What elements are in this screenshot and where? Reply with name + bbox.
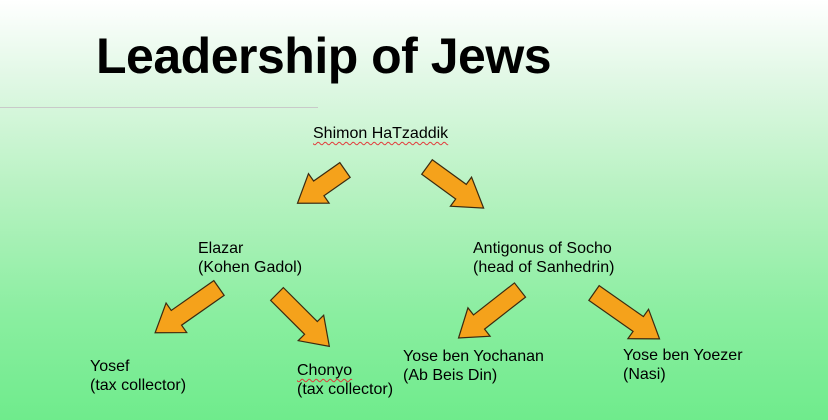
node-yose-yochanan-line2: (Ab Beis Din) bbox=[403, 367, 498, 384]
arrow-antigonus-to-yochanan bbox=[457, 282, 527, 339]
node-chonyo: Chonyo (tax collector) bbox=[297, 361, 393, 399]
arrow-root-to-elazar-shape bbox=[296, 161, 351, 204]
node-antigonus: Antigonus of Socho (head of Sanhedrin) bbox=[473, 239, 614, 277]
node-antigonus-line2: (head of Sanhedrin) bbox=[473, 259, 615, 276]
node-root-line1: Shimon HaTzaddik bbox=[313, 125, 449, 142]
node-elazar: Elazar (Kohen Gadol) bbox=[198, 239, 302, 277]
node-chonyo-line1: Chonyo bbox=[297, 362, 353, 379]
arrow-elazar-to-chonyo bbox=[269, 286, 331, 348]
node-yosef-line1: Yosef bbox=[90, 358, 130, 375]
arrow-root-to-elazar bbox=[296, 161, 351, 204]
arrow-root-to-antigonus-shape bbox=[420, 158, 485, 209]
arrow-elazar-to-chonyo-shape bbox=[269, 286, 331, 348]
node-yose-ben-yochanan: Yose ben Yochanan (Ab Beis Din) bbox=[403, 347, 544, 385]
node-shimon-hatzaddik: Shimon HaTzaddik bbox=[313, 124, 448, 143]
node-elazar-line2: (Kohen Gadol) bbox=[198, 259, 303, 276]
node-yose-yochanan-line1: Yose ben Yochanan bbox=[403, 348, 544, 365]
slide-title: Leadership of Jews bbox=[96, 28, 552, 84]
arrow-antigonus-to-yoezer-shape bbox=[588, 284, 661, 340]
arrow-root-to-antigonus bbox=[420, 158, 485, 209]
node-chonyo-line2: (tax collector) bbox=[297, 381, 394, 398]
node-elazar-line1: Elazar bbox=[198, 240, 244, 257]
arrow-antigonus-to-yoezer bbox=[588, 284, 661, 340]
node-yosef-line2: (tax collector) bbox=[90, 377, 187, 394]
node-antigonus-line1: Antigonus of Socho bbox=[473, 240, 612, 257]
node-yosef: Yosef (tax collector) bbox=[90, 357, 186, 395]
arrow-antigonus-to-yochanan-shape bbox=[457, 282, 527, 339]
title-divider bbox=[0, 107, 318, 108]
node-yose-ben-yoezer: Yose ben Yoezer (Nasi) bbox=[623, 346, 743, 384]
arrow-elazar-to-yosef-shape bbox=[154, 279, 225, 334]
arrow-elazar-to-yosef bbox=[154, 279, 225, 334]
node-yose-yoezer-line1: Yose ben Yoezer bbox=[623, 347, 743, 364]
node-yose-yoezer-line2: (Nasi) bbox=[623, 366, 666, 383]
